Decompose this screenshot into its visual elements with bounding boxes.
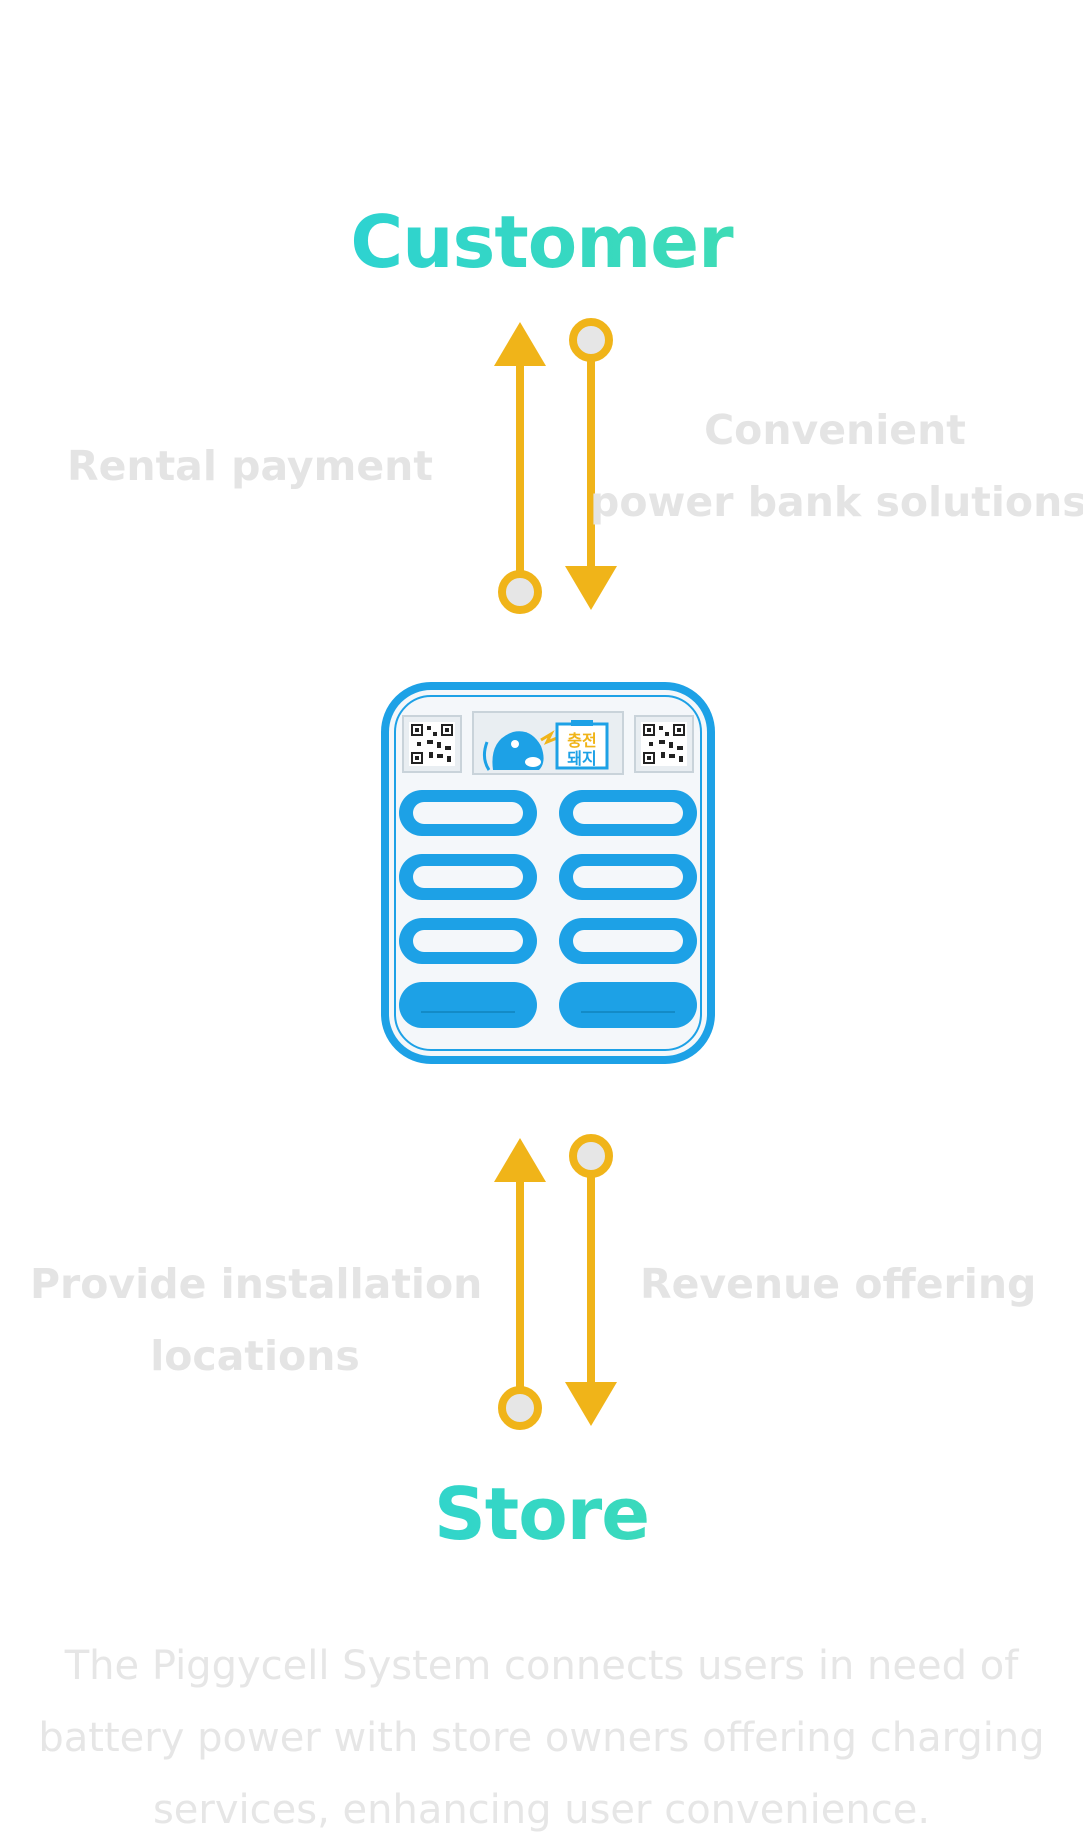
- convenient-solutions-line2: power bank solutions: [590, 478, 1083, 526]
- piggy-logo-icon: [472, 711, 624, 775]
- convenient-solutions-arrow: [565, 318, 617, 610]
- logo-text-bottom: 돼지: [567, 749, 596, 768]
- qr-code-right-icon: [634, 715, 694, 773]
- provide-locations-label: Provide installation locations: [30, 1248, 483, 1392]
- rental-payment-label: Rental payment: [67, 442, 433, 490]
- convenient-solutions-line1: Convenient: [704, 406, 966, 454]
- provide-locations-line2: locations: [150, 1332, 360, 1380]
- customer-title: Customer: [0, 206, 1083, 278]
- qr-code-left-icon: [402, 715, 462, 773]
- rental-payment-arrow: [494, 322, 546, 614]
- top-flow-arrows: [494, 318, 617, 614]
- power-bank-slots: [399, 790, 697, 1028]
- revenue-offering-label: Revenue offering: [640, 1260, 1037, 1308]
- provide-locations-line1: Provide installation: [30, 1260, 483, 1308]
- store-title: Store: [0, 1478, 1083, 1550]
- system-description: The Piggycell System connects users in n…: [38, 1643, 1045, 1833]
- power-bank-kiosk-icon: 충전 돼지: [381, 682, 715, 1064]
- convenient-solutions-label: Convenient power bank solutions: [590, 394, 1083, 538]
- revenue-offering-arrow: [565, 1134, 617, 1426]
- logo-text-top: 충전: [567, 731, 596, 750]
- provide-locations-arrow: [494, 1138, 546, 1430]
